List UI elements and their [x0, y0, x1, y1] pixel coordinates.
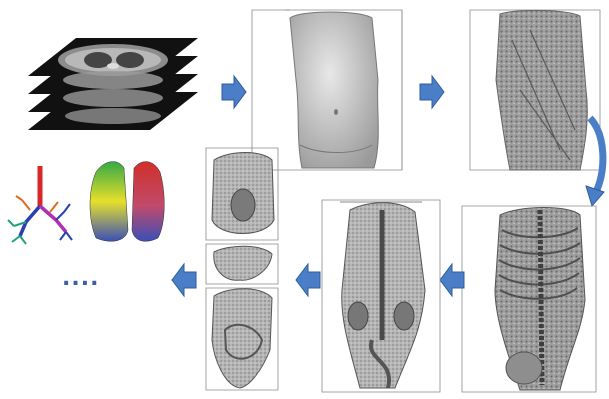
segmented-organs-render-icon [206, 148, 278, 390]
ct-slice-stack-icon [28, 38, 198, 130]
colored-lung-render-icon [90, 162, 164, 242]
arrow-left-icon [172, 264, 196, 296]
organ-render-icon [322, 200, 440, 392]
airway-tree-render-icon [8, 166, 72, 244]
curved-arrow-down-icon [586, 118, 604, 206]
skeleton-render-icon [462, 206, 596, 392]
arrow-right-icon [222, 76, 246, 108]
torso-muscle-render-icon [470, 10, 600, 170]
torso-skin-render-icon [252, 10, 402, 170]
arrow-right-icon [420, 76, 444, 108]
arrow-left-icon [296, 264, 320, 296]
arrow-left-icon [440, 264, 464, 296]
ellipsis-text: .... [62, 266, 99, 291]
